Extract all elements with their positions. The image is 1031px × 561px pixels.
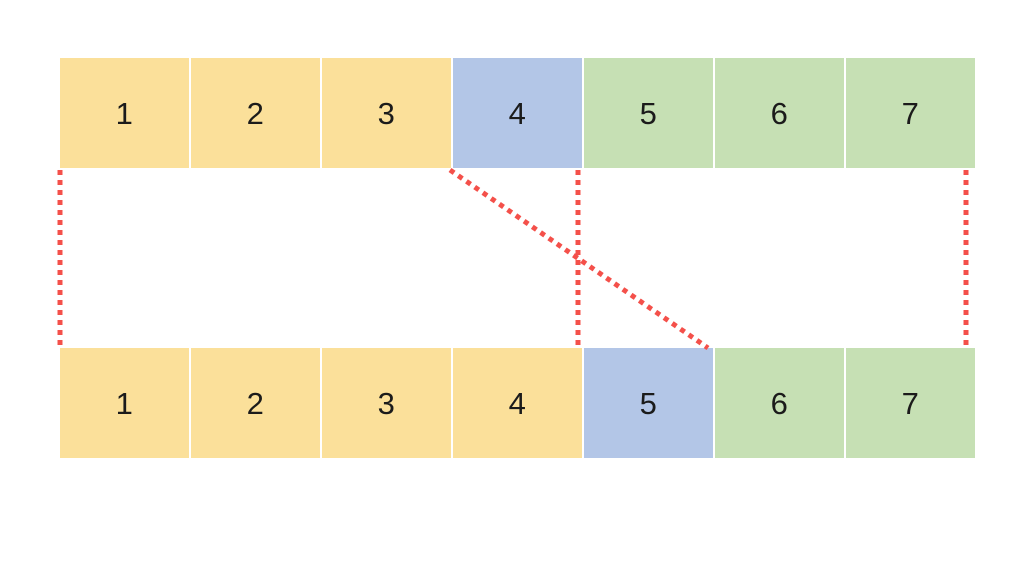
cell-top-row-5: 5	[584, 58, 713, 168]
cell-bottom-row-5: 5	[584, 348, 713, 458]
cell-top-row-4: 4	[453, 58, 582, 168]
cell-bottom-row-7: 7	[846, 348, 975, 458]
cell-top-row-1: 1	[60, 58, 189, 168]
cell-top-row-3: 3	[322, 58, 451, 168]
cell-top-row-2: 2	[191, 58, 320, 168]
cell-top-row-7: 7	[846, 58, 975, 168]
cell-top-row-6: 6	[715, 58, 844, 168]
cell-bottom-row-2: 2	[191, 348, 320, 458]
cell-bottom-row-4: 4	[453, 348, 582, 458]
cell-bottom-row-3: 3	[322, 348, 451, 458]
cell-bottom-row-6: 6	[715, 348, 844, 458]
cell-bottom-row-1: 1	[60, 348, 189, 458]
insertion-shift-connector	[448, 167, 710, 351]
